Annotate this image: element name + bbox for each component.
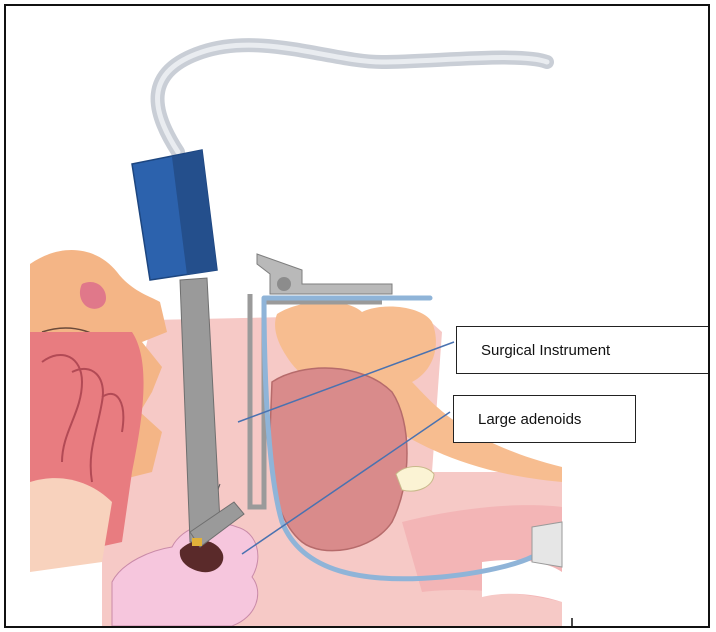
instrument-active-tip bbox=[192, 538, 202, 546]
adenoidectomy-illustration bbox=[6, 6, 710, 628]
label-large-adenoids: Large adenoids bbox=[453, 395, 636, 443]
tooth-area bbox=[30, 478, 112, 572]
figure-frame: Surgical Instrument Large adenoids bbox=[4, 4, 710, 628]
label-large-adenoids-text: Large adenoids bbox=[478, 411, 581, 428]
label-surgical-instrument: Surgical Instrument bbox=[456, 326, 710, 374]
retractor-handle bbox=[257, 254, 392, 294]
label-surgical-instrument-text: Surgical Instrument bbox=[481, 342, 610, 359]
tube-connector bbox=[532, 522, 562, 567]
tongue bbox=[269, 368, 407, 551]
retractor-pivot bbox=[277, 277, 291, 291]
